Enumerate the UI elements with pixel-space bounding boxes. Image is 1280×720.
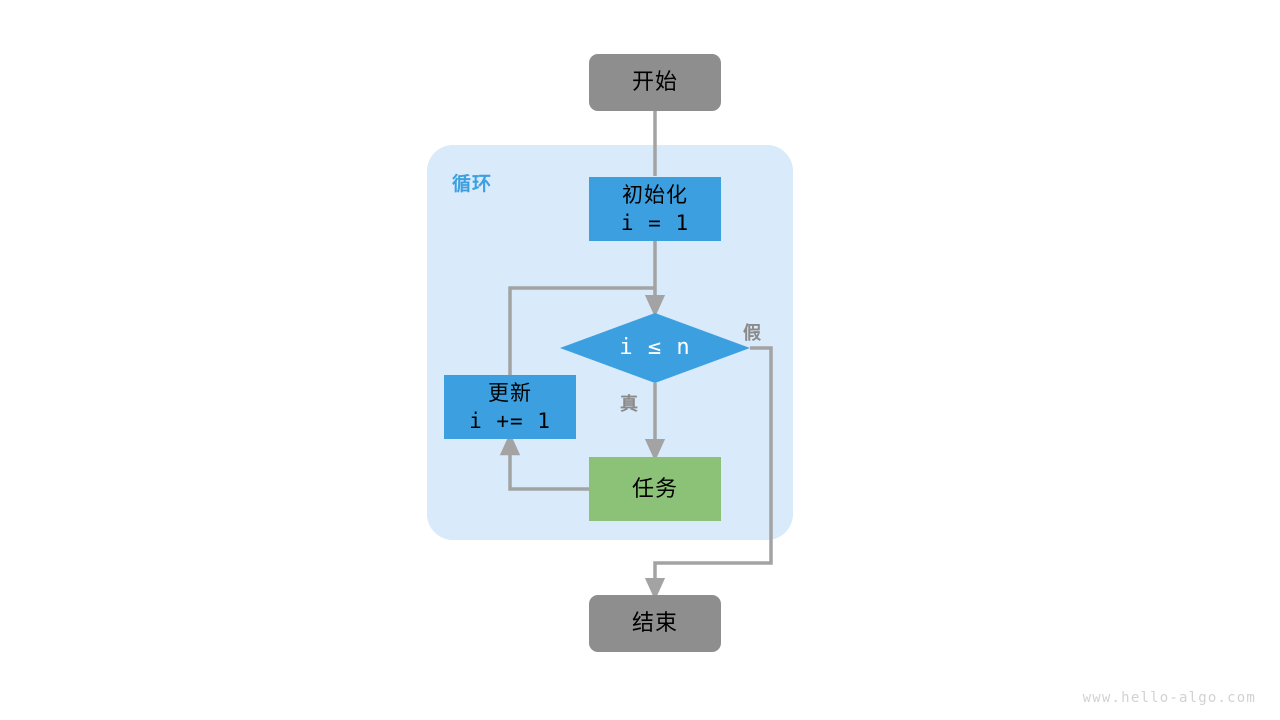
node-update-label-line1: 更新 bbox=[488, 380, 532, 405]
node-update[interactable]: 更新 i += 1 bbox=[444, 375, 576, 439]
node-task-label: 任务 bbox=[631, 476, 678, 502]
node-end-label: 结束 bbox=[631, 611, 678, 636]
node-start[interactable]: 开始 bbox=[589, 54, 721, 111]
node-start-label: 开始 bbox=[631, 70, 678, 95]
node-decision-label: i ≤ n bbox=[619, 335, 691, 360]
edge-label-true: 真 bbox=[620, 394, 638, 415]
decision-diamond-shape bbox=[560, 313, 750, 383]
edge-update-to-decision bbox=[508, 286, 655, 375]
node-init-label-line2: i = 1 bbox=[620, 210, 690, 235]
node-update-label-line2: i += 1 bbox=[469, 408, 551, 433]
watermark-url: www.hello-algo.com bbox=[1082, 690, 1256, 706]
node-decision[interactable]: i ≤ n bbox=[560, 313, 750, 383]
edge-label-false: 假 bbox=[743, 323, 761, 344]
node-init[interactable]: 初始化 i = 1 bbox=[589, 177, 721, 241]
node-task[interactable]: 任务 bbox=[589, 457, 721, 521]
edge-task-to-update bbox=[499, 432, 589, 491]
node-init-label-line1: 初始化 bbox=[622, 182, 688, 207]
node-end[interactable]: 结束 bbox=[589, 595, 721, 652]
loop-group-label: 循环 bbox=[452, 173, 493, 195]
edge-decision-to-end bbox=[644, 346, 773, 601]
